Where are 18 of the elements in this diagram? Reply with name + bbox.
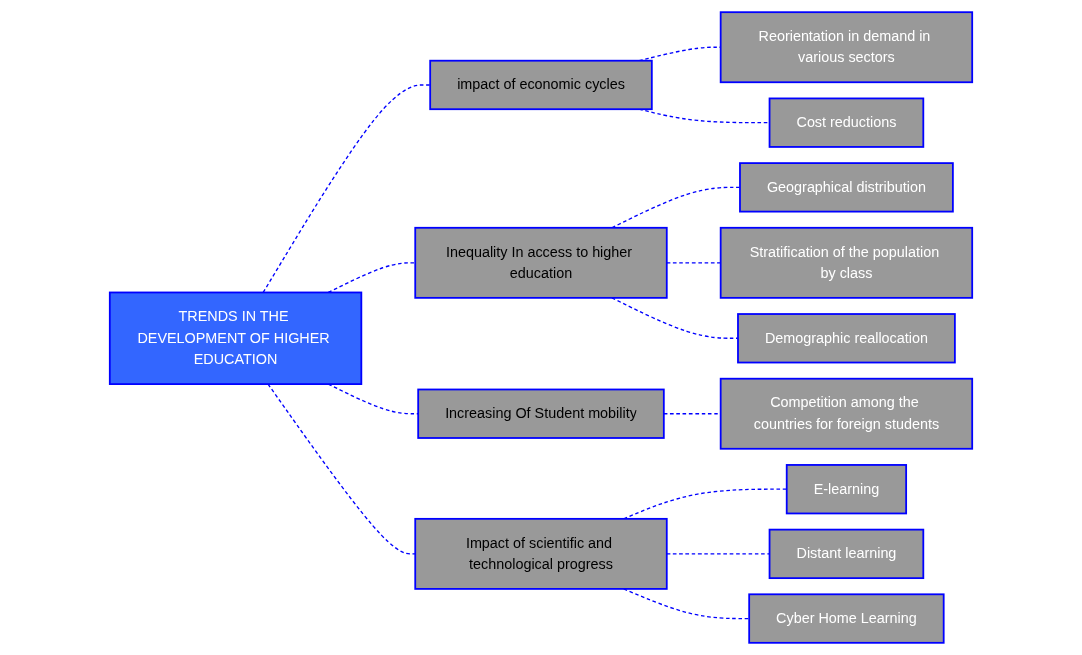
node-box: Inequality In access to higher education (414, 226, 668, 299)
node-box: Impact of scientific and technological progress (414, 517, 668, 590)
node-box: Cost reductions (768, 97, 925, 148)
node-box: Stratification of the population by class (719, 226, 974, 299)
node-box: Distant learning (768, 528, 925, 580)
connector (623, 588, 750, 620)
node-box: Increasing Of Student mobility (417, 388, 665, 439)
connector (262, 84, 431, 294)
node-box: Competition among the countries for foreign students (719, 377, 974, 450)
connector (327, 262, 416, 294)
node-box: impact of economic cycles (429, 59, 653, 111)
node-box: Reorientation in demand in various sectors (719, 11, 974, 84)
node-box: TRENDS IN THE DEVELOPMENT OF HIGHER EDUCATION (108, 291, 363, 385)
node-box: Geographical distribution (739, 162, 954, 213)
node-box: Demographic reallocation (737, 313, 956, 364)
connector (267, 383, 416, 555)
node-box: E-learning (785, 464, 908, 515)
node-box: Cyber Home Learning (748, 593, 945, 644)
